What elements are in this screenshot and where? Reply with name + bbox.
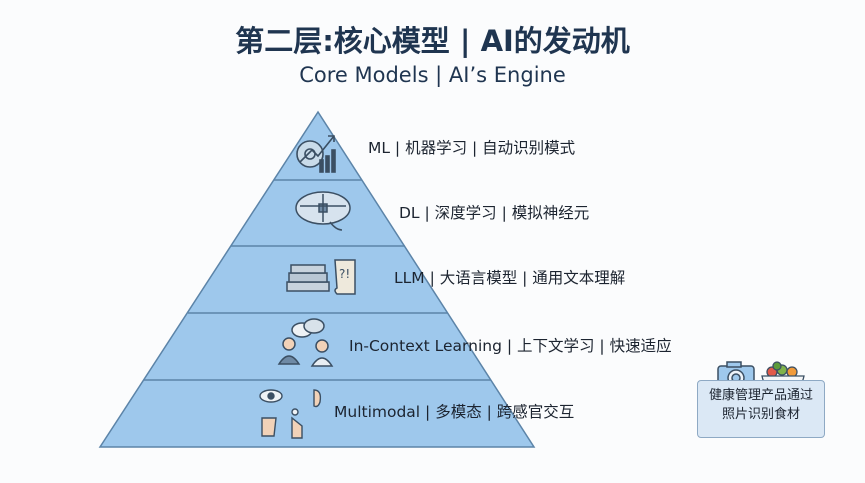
layer-label-icl: In-Context Learning | 上下文学习 | 快速适应 xyxy=(349,337,672,355)
svg-text:?!: ?! xyxy=(339,267,350,281)
layer-label-multimodal: Multimodal | 多模态 | 跨感官交互 xyxy=(334,403,575,421)
example-line-1: 健康管理产品通过 xyxy=(708,388,813,403)
layer-dividers xyxy=(144,179,491,381)
page-title: 第二层:核心模型 | AI的发动机 xyxy=(235,24,630,58)
page-subtitle: Core Models | AI’s Engine xyxy=(299,63,566,87)
layer-label-dl: DL | 深度学习 | 模拟神经元 xyxy=(399,204,590,222)
books-scroll-icon: ?! xyxy=(286,259,356,295)
example-box: 健康管理产品通过 照片识别食材 xyxy=(697,380,825,438)
brain-network-icon xyxy=(295,191,351,231)
people-chat-icon xyxy=(277,318,334,367)
layer-label-ml: ML | 机器学习 | 自动识别模式 xyxy=(368,139,576,157)
layer-label-llm: LLM | 大语言模型 | 通用文本理解 xyxy=(394,269,626,287)
gear-chart-icon xyxy=(296,135,336,173)
senses-icon xyxy=(259,389,322,439)
example-line-2: 照片识别食材 xyxy=(721,407,800,422)
